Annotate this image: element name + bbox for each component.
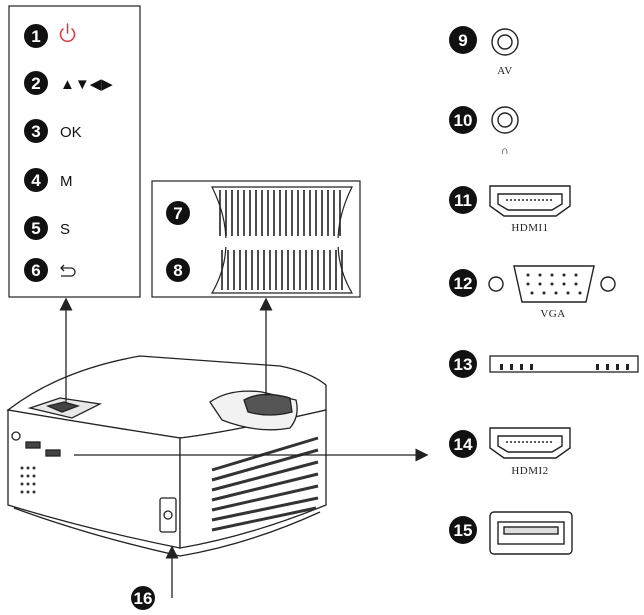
port-label: HDMI1 [511,222,548,234]
badge-number: 12 [454,274,473,293]
badge-number: 16 [134,589,153,608]
badge-number: 5 [31,219,40,238]
badge-number: 3 [31,122,40,141]
av-jack-icon [491,28,519,56]
control-panel: 1 2 ▲▼◀▶ 3 OK 4 M 5 S [8,5,141,298]
callout-arrows [59,297,429,598]
port-11-hdmi1: 11 HDMI1 [449,185,571,234]
badge-number: 2 [31,74,40,93]
headphone-jack-icon [491,106,519,134]
badge-number: 9 [458,31,467,50]
arrow-keys-icon: ▲▼◀▶ [60,76,113,93]
badge-number: 14 [454,435,473,454]
badge-number: 10 [454,111,473,130]
return-icon [60,264,76,277]
lens-panel: 7 8 [151,180,361,298]
source-label: S [60,221,70,238]
badge-number: 8 [173,261,182,280]
projector-body [6,355,327,557]
port-label: ∩ [501,145,509,157]
badge-number: 13 [454,355,473,374]
button-3-ok: 3 OK [24,119,82,143]
ok-label: OK [60,124,82,141]
badge-number: 1 [31,27,40,46]
button-2-arrows: 2 ▲▼◀▶ [24,71,113,95]
card-slot-icon [489,355,639,373]
menu-label: M [60,173,73,190]
vga-port-icon [488,265,616,303]
usb-port-icon [489,511,573,555]
port-label: HDMI2 [511,465,548,477]
port-15-usb: 15 [449,511,573,555]
hdmi-port-icon [489,185,571,217]
button-1-power: 1 [24,23,76,48]
badge-number: 15 [454,521,473,540]
port-13-card-slot: 13 [449,350,639,378]
badge-number: 11 [454,191,472,210]
port-12-vga: 12 VGA [449,265,616,320]
port-14-hdmi2: 14 HDMI2 [449,427,571,477]
button-6-return: 6 [24,258,76,282]
focus-ring-icon [210,186,354,294]
badge-number: 4 [31,171,41,190]
badge-number: 6 [31,261,40,280]
button-4-menu: 4 M [24,168,73,192]
port-9-av: 9 AV [449,26,519,77]
hdmi-port-icon [489,427,571,459]
port-10-headphone: 10 ∩ [449,106,519,157]
badge-number: 7 [173,204,182,223]
power-icon [59,23,76,43]
ports-list: 9 AV 10 ∩ 11 HDMI1 [449,26,639,555]
port-label: VGA [540,308,565,320]
button-5-source: 5 S [24,216,70,240]
port-label: AV [497,65,512,77]
